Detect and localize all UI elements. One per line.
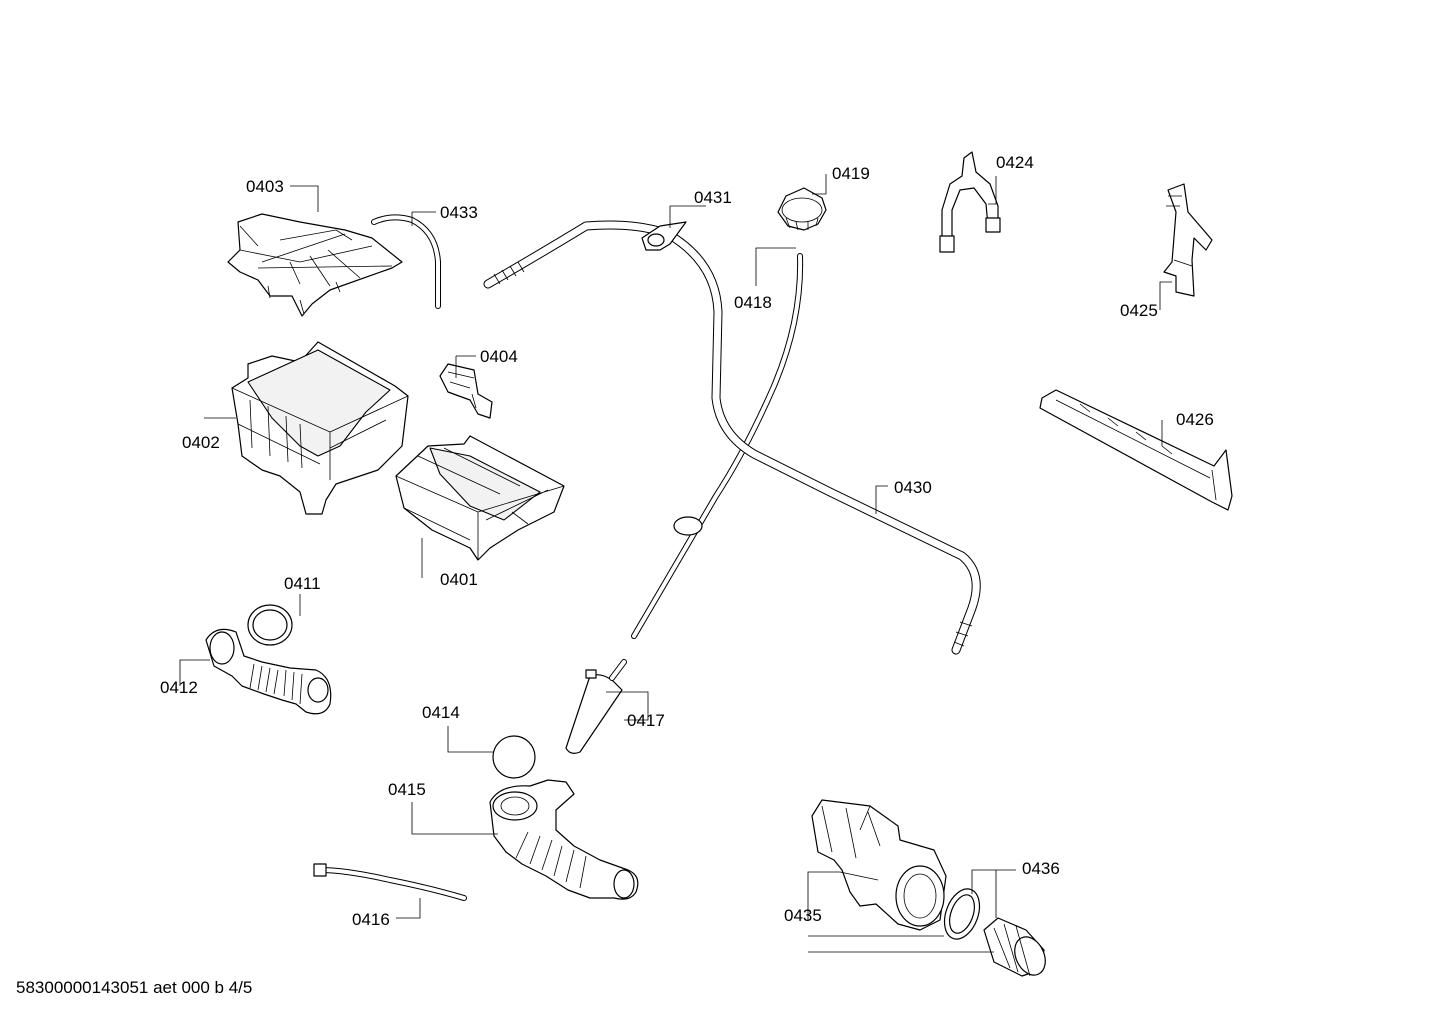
part-0436-ring [943, 888, 981, 940]
label-0417: 0417 [627, 711, 665, 730]
part-0435-pump [811, 799, 947, 931]
label-0411: 0411 [284, 574, 321, 593]
part-0430-main-hose [483, 220, 981, 655]
label-0415: 0415 [388, 780, 426, 799]
document-reference-footer: 58300000143051 aet 000 b 4/5 [16, 978, 253, 997]
part-0403-drawer-cover [227, 213, 403, 317]
label-0425: 0425 [1120, 301, 1158, 320]
part-0417-pressure-chamber [565, 659, 627, 754]
part-0436-filter [983, 917, 1046, 977]
part-0411-ring [247, 604, 293, 646]
label-0402: 0402 [182, 433, 220, 452]
part-0419-cap [777, 187, 827, 231]
label-0412: 0412 [160, 678, 198, 697]
label-0426: 0426 [1176, 410, 1214, 429]
label-0403: 0403 [246, 177, 284, 196]
part-0402-drawer-housing [231, 341, 409, 515]
label-0436: 0436 [1022, 859, 1060, 878]
part-0401-drawer [395, 435, 565, 561]
label-0419: 0419 [832, 164, 870, 183]
label-0430: 0430 [894, 478, 932, 497]
leader-lines [179, 174, 1172, 953]
label-0404: 0404 [480, 347, 518, 366]
label-0435: 0435 [784, 906, 822, 925]
part-0412-bellows [205, 628, 332, 715]
part-0404-bracket [439, 363, 493, 419]
part-0425-bracket [1163, 183, 1213, 297]
label-0433: 0433 [440, 203, 478, 222]
part-0414-ball [492, 735, 536, 779]
label-0418: 0418 [734, 293, 772, 312]
part-labels: 0403 0433 0431 0419 0424 0418 0425 0404 … [160, 153, 1214, 929]
label-0401: 0401 [440, 570, 478, 589]
part-0415-sump [489, 779, 639, 900]
part-0431-grommet [641, 221, 687, 251]
label-0416: 0416 [352, 910, 390, 929]
label-0424: 0424 [996, 153, 1034, 172]
part-0426-rail [1039, 389, 1233, 511]
label-0431: 0431 [694, 188, 732, 207]
label-0414: 0414 [422, 703, 460, 722]
part-0416-hose [313, 863, 467, 901]
part-0424-y-connector [939, 151, 1001, 253]
